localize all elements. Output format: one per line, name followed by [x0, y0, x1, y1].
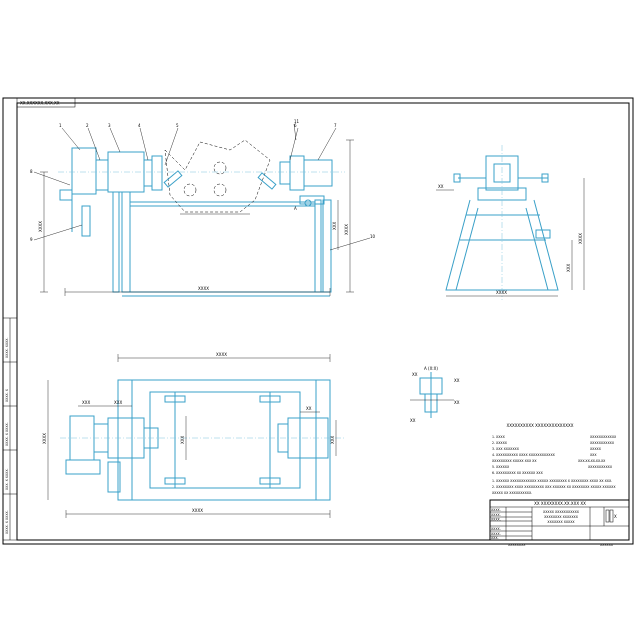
front-dim-height-right: XXXX [344, 224, 349, 235]
balloon-3: 3 [108, 123, 111, 128]
title-block-row-5: XXXX. [491, 532, 501, 536]
plan-dim-overall-length: XXXX [216, 352, 227, 357]
front-view-balloons: 1 2 3 4 5 6 7 8 9 10 11 [30, 119, 376, 251]
tech-spec-item-6: 5. XXXXXX [492, 465, 510, 469]
balloon-6: 6 [294, 123, 297, 128]
detail-dim-b: XX [454, 378, 460, 383]
tech-spec-note-1: 1. XXXXXX XXXXXXXXXXXX XXXXX XXXXXXXX X … [492, 479, 612, 483]
balloon-10: 10 [370, 234, 376, 239]
side-dim-width: XXXX [496, 290, 507, 295]
plan-dim-small-c: XX [306, 406, 312, 411]
balloon-2: 2 [86, 123, 89, 128]
detail-view-parts [419, 372, 443, 418]
front-dim-height-left: XXXX [38, 221, 43, 232]
title-block-letter-box-1 [605, 509, 610, 523]
front-view-hopper [164, 139, 271, 213]
tech-spec-value-6: XXXXXXXXXXX [588, 465, 613, 469]
outer-frame [2, 97, 634, 545]
tech-spec-value-3: XXXXX [590, 447, 602, 451]
side-strip-label-1: XXXX. XXXX. [5, 337, 9, 358]
balloon-8: 8 [30, 169, 33, 174]
title-block-row-2: XXXX. [491, 513, 501, 517]
tech-spec: XXXXXXXXXX XXXXXXXXXXXXXX 1. XXXX 2. XXX… [492, 423, 617, 495]
balloon-7: 7 [334, 123, 337, 128]
detail-dim-c: XX [454, 400, 460, 405]
footer-right: XXXXXX [600, 543, 614, 547]
side-dim-mid: XXX [566, 264, 571, 272]
plan-dim-small-a: XXX [82, 400, 90, 405]
footer-left: XXXXXXXX [508, 543, 526, 547]
corner-stamp-box [16, 97, 76, 108]
plan-view: XXXX XXXX XXXX XXX XXX XX XXX XXX [42, 352, 345, 518]
side-strip-label-3: XXXX. X XXXX. [5, 422, 9, 446]
balloon-4: 4 [138, 123, 141, 128]
tech-spec-item-3: 3. XXX XXXXXXX [492, 447, 520, 451]
detail-view: A (X:X) XX XX XX XX [410, 366, 460, 423]
title-block-name-2: XXXXXXXX XXXXXXX [544, 515, 579, 519]
corner-code: XX.XXXXXX.XXX.XX [20, 101, 60, 106]
tech-spec-note-2: 2. XXXXXXXX XXXX XXXXXXXXX XXX XXXXXX XX… [492, 485, 616, 489]
side-strip: XXXX. XXXX. XXXX. X XXXX. X XXXX. XXX. X… [2, 317, 18, 541]
plan-view-parts [65, 379, 331, 501]
title-block-row-3: XXXX. [491, 518, 501, 522]
detail-dim-d: XX [410, 418, 416, 423]
side-view: XXXX XXXX XXX XX [436, 145, 585, 300]
title-block-designation: XX XXXXXXXX.XX.XXX XX [534, 501, 586, 506]
detail-title: A (X:X) [424, 366, 438, 371]
front-view: XXXX XXXX XXXX XXX A 1 2 3 4 5 [30, 119, 376, 297]
tech-spec-item-5: XXXXXXXXX XXXXX XXX XX [492, 459, 537, 463]
side-strip-label-4: XXX. X XXXX. [5, 468, 9, 490]
balloon-11: 11 [294, 119, 300, 124]
plan-dim-small-d: XXX [330, 436, 335, 444]
front-view-dimensions: XXXX XXXX XXXX XXX A [38, 139, 354, 296]
plan-view-dimensions: XXXX XXXX XXXX XXX XXX XX XXX XXX [42, 352, 337, 518]
tech-spec-title: XXXXXXXXXX XXXXXXXXXXXXXX [506, 423, 573, 428]
detail-dim-a: XX [412, 372, 418, 377]
title-block-name-3: XXXXXXX XXXXX [547, 520, 575, 524]
tech-spec-item-4: 4. XXXXXXXXXX XXXX XXXXXXXXXXXX [492, 453, 556, 457]
side-strip-label-5: XXXX. X XXXX. [5, 510, 9, 534]
side-strip-label-2: XXXX. X [5, 388, 9, 402]
front-view-cutters [163, 170, 277, 190]
title-block-row-6: XXX. [491, 536, 499, 540]
title-block-sheet-value: X [614, 514, 617, 519]
title-block-row-4: XXXX. [491, 527, 501, 531]
side-dim-offset: XX [438, 184, 444, 189]
plan-dim-center: XXX [180, 436, 185, 444]
plan-dim-small-b: XXX [114, 400, 122, 405]
front-dim-mid-height: XXX [332, 222, 337, 230]
tech-spec-value-1: XXXXXXXXXXXX [590, 435, 617, 439]
title-block: XX XXXXXXXX.XX.XXX XX XXXXX XXXXXXXXXXX … [489, 499, 630, 541]
tech-spec-item-7: 6. XXXXXXXXX XX XXXXXX XXX [492, 471, 544, 475]
title-block-row-1: XXXX. [491, 508, 501, 512]
tech-spec-note-3: XXXXX XX XXXXXXXXXX. [492, 491, 532, 495]
plan-dim-width: XXXX [42, 433, 47, 444]
side-dim-height: XXXX [578, 233, 583, 244]
title-block-name-1: XXXXX XXXXXXXXXXX [543, 510, 580, 514]
tech-spec-item-1: 1. XXXX [492, 435, 506, 439]
tech-spec-value-4: XXX [590, 453, 597, 457]
balloon-9: 9 [30, 237, 33, 242]
title-block-letter-box-2 [609, 509, 614, 523]
front-dim-overall-width: XXXX [198, 286, 209, 291]
tech-spec-item-2: 2. XXXXX [492, 441, 508, 445]
side-view-dimensions: XXXX XXXX XXX XX [436, 178, 585, 297]
balloon-5: 5 [176, 123, 179, 128]
front-view-parts [59, 147, 333, 297]
tech-spec-value-5: XXX-XX-XX-XX-XX [578, 459, 606, 463]
plan-dim-inner-length: XXXX [192, 508, 203, 513]
tech-spec-value-2: XXXXXXXXXXX [590, 441, 615, 445]
front-view-marker: A [294, 206, 297, 211]
balloon-1: 1 [59, 123, 62, 128]
